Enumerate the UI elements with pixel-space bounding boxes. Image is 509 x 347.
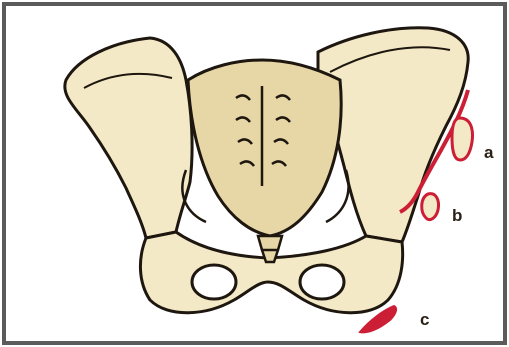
left-obturator-foramen (192, 265, 236, 299)
label-b: b (452, 206, 462, 225)
label-c: c (420, 310, 429, 329)
fragment-b (422, 194, 439, 220)
label-a: a (484, 143, 494, 162)
fragment-a (452, 118, 473, 160)
right-obturator-foramen (300, 265, 344, 299)
